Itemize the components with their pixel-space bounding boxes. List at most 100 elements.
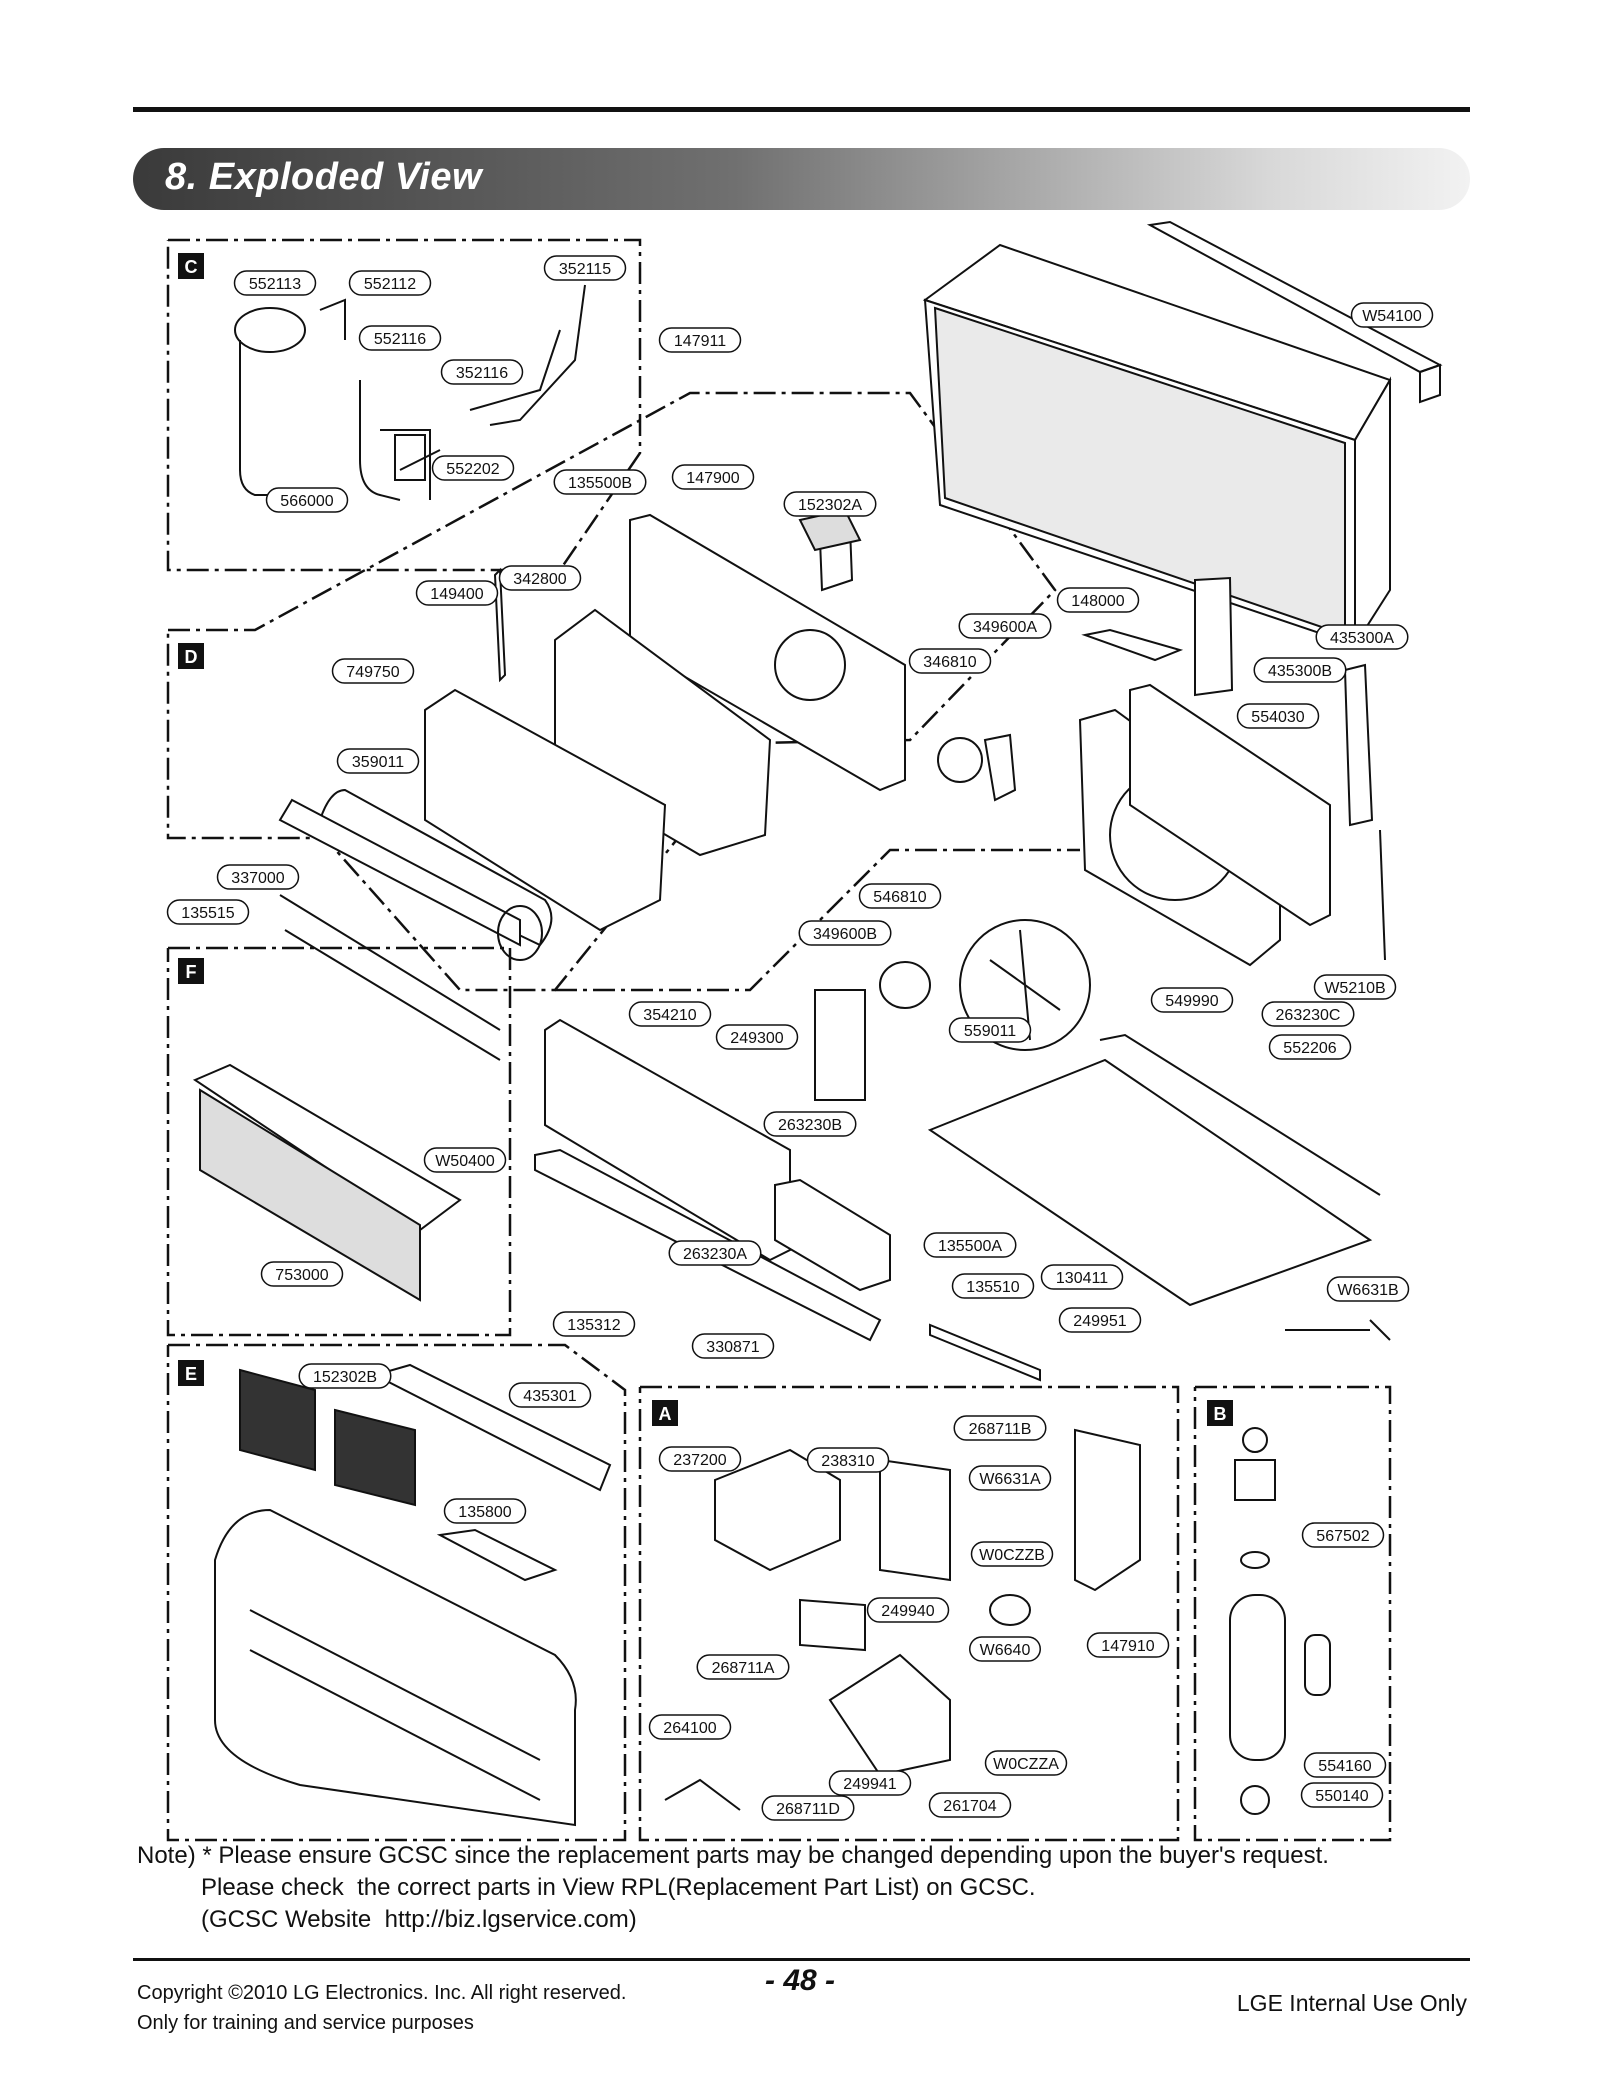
part-number: 268711A bbox=[712, 1660, 775, 1677]
part-number: 566000 bbox=[280, 493, 333, 510]
svg-text:D: D bbox=[185, 647, 198, 667]
part-number: 149400 bbox=[430, 586, 483, 603]
part-label-149400: 149400 bbox=[415, 580, 499, 606]
part-label-349600b: 349600B bbox=[798, 920, 892, 946]
part-number: 268711B bbox=[969, 1421, 1032, 1438]
part-number: 552202 bbox=[446, 461, 499, 478]
part-label-435300b: 435300B bbox=[1253, 657, 1347, 683]
part-label-268711a: 268711A bbox=[696, 1654, 790, 1680]
bottom-rule bbox=[133, 1958, 1470, 1961]
section-badges: C D F E A B bbox=[178, 253, 1233, 1426]
part-number: 549990 bbox=[1165, 993, 1218, 1010]
part-number: W54100 bbox=[1362, 308, 1422, 325]
part-label-549990: 549990 bbox=[1150, 987, 1234, 1013]
part-number: 546810 bbox=[873, 889, 926, 906]
part-number: 346810 bbox=[923, 654, 976, 671]
part-number: 342800 bbox=[513, 571, 566, 588]
part-label-263230b: 263230B bbox=[763, 1111, 857, 1137]
part-number: 552112 bbox=[364, 276, 416, 293]
part-label-w6631a: W6631A bbox=[968, 1465, 1052, 1491]
part-number: 352115 bbox=[559, 261, 611, 278]
section-title-bar: 8. Exploded View bbox=[133, 148, 1470, 210]
part-number: W0CZZB bbox=[979, 1547, 1045, 1564]
part-number: 249300 bbox=[730, 1030, 783, 1047]
part-label-135510: 135510 bbox=[951, 1273, 1035, 1299]
part-label-135500a: 135500A bbox=[923, 1232, 1017, 1258]
part-number: 135312 bbox=[567, 1317, 620, 1334]
part-number: W6631A bbox=[979, 1471, 1041, 1488]
svg-text:F: F bbox=[186, 962, 197, 982]
part-label-566000: 566000 bbox=[265, 487, 349, 513]
part-label-349600a: 349600A bbox=[958, 613, 1052, 639]
part-number: 238310 bbox=[821, 1453, 874, 1470]
part-label-249300: 249300 bbox=[715, 1024, 799, 1050]
part-number: 552206 bbox=[1283, 1040, 1336, 1057]
part-label-w5210b: W5210B bbox=[1313, 974, 1397, 1000]
part-label-w50400: W50400 bbox=[423, 1147, 507, 1173]
part-label-238310: 238310 bbox=[806, 1447, 890, 1473]
part-number: 435301 bbox=[523, 1388, 576, 1405]
svg-text:A: A bbox=[659, 1404, 672, 1424]
part-number: 249940 bbox=[881, 1603, 934, 1620]
part-number: 237200 bbox=[673, 1452, 726, 1469]
part-label-237200: 237200 bbox=[658, 1446, 742, 1472]
part-label-435300a: 435300A bbox=[1315, 624, 1409, 650]
part-label-342800: 342800 bbox=[498, 565, 582, 591]
part-number: 263230B bbox=[778, 1117, 842, 1134]
part-number: 349600A bbox=[973, 619, 1037, 636]
page-title: 8. Exploded View bbox=[165, 156, 483, 198]
part-label-249941: 249941 bbox=[828, 1770, 912, 1796]
part-label-554030: 554030 bbox=[1236, 703, 1320, 729]
part-number: 148000 bbox=[1071, 593, 1124, 610]
part-label-152302b: 152302B bbox=[298, 1363, 392, 1389]
part-number: 264100 bbox=[663, 1720, 716, 1737]
note-line-3: (GCSC Website http://biz.lgservice.com) bbox=[201, 1906, 637, 1933]
part-number: 263230C bbox=[1276, 1007, 1341, 1024]
part-label-261704: 261704 bbox=[928, 1792, 1012, 1818]
note-line-1: Note) * Please ensure GCSC since the rep… bbox=[137, 1842, 1329, 1869]
part-label-753000: 753000 bbox=[260, 1261, 344, 1287]
part-number: 135515 bbox=[181, 905, 234, 922]
part-number: 435300B bbox=[1268, 663, 1332, 680]
part-label-147910: 147910 bbox=[1086, 1632, 1170, 1658]
part-label-352115: 352115 bbox=[543, 255, 627, 281]
part-number: 135500B bbox=[568, 475, 632, 492]
part-number: 550140 bbox=[1315, 1788, 1368, 1805]
part-label-w6640: W6640 bbox=[969, 1636, 1041, 1662]
part-label-249951: 249951 bbox=[1058, 1307, 1142, 1333]
part-number: 352116 bbox=[456, 365, 508, 382]
part-number: 263230A bbox=[683, 1246, 747, 1263]
part-number: 749750 bbox=[346, 664, 399, 681]
part-label-147900: 147900 bbox=[671, 464, 755, 490]
part-number: 249941 bbox=[843, 1776, 896, 1793]
part-number: 152302B bbox=[313, 1369, 377, 1386]
part-number: 130411 bbox=[1056, 1270, 1108, 1287]
part-label-268711b: 268711B bbox=[953, 1415, 1047, 1441]
part-number: 135500A bbox=[938, 1238, 1002, 1255]
part-number: 554160 bbox=[1318, 1758, 1371, 1775]
part-number: 552113 bbox=[249, 276, 301, 293]
part-number: W50400 bbox=[435, 1153, 495, 1170]
part-label-264100: 264100 bbox=[648, 1714, 732, 1740]
part-label-135800: 135800 bbox=[443, 1498, 527, 1524]
part-number: 354210 bbox=[643, 1007, 696, 1024]
part-label-w0czza: W0CZZA bbox=[984, 1750, 1068, 1776]
part-number: 330871 bbox=[706, 1339, 759, 1356]
part-number: W6631B bbox=[1337, 1282, 1398, 1299]
part-number: 753000 bbox=[275, 1267, 328, 1284]
part-label-359011: 359011 bbox=[336, 748, 420, 774]
part-number: 435300A bbox=[1330, 630, 1394, 647]
part-label-552112: 552112 bbox=[348, 270, 432, 296]
internal-use-text: LGE Internal Use Only bbox=[1236, 1990, 1467, 2016]
part-label-263230a: 263230A bbox=[668, 1240, 762, 1266]
part-label-552206: 552206 bbox=[1268, 1034, 1352, 1060]
part-label-330871: 330871 bbox=[691, 1333, 775, 1359]
note-line-2: Please check the correct parts in View R… bbox=[201, 1874, 1036, 1901]
part-number: 147910 bbox=[1101, 1638, 1154, 1655]
part-number: 337000 bbox=[231, 870, 284, 887]
part-label-354210: 354210 bbox=[628, 1001, 712, 1027]
part-label-554160: 554160 bbox=[1303, 1752, 1387, 1778]
part-label-346810: 346810 bbox=[908, 648, 992, 674]
part-number: 135800 bbox=[458, 1504, 511, 1521]
copyright-text: Copyright ©2010 LG Electronics. Inc. All… bbox=[137, 1982, 627, 2004]
